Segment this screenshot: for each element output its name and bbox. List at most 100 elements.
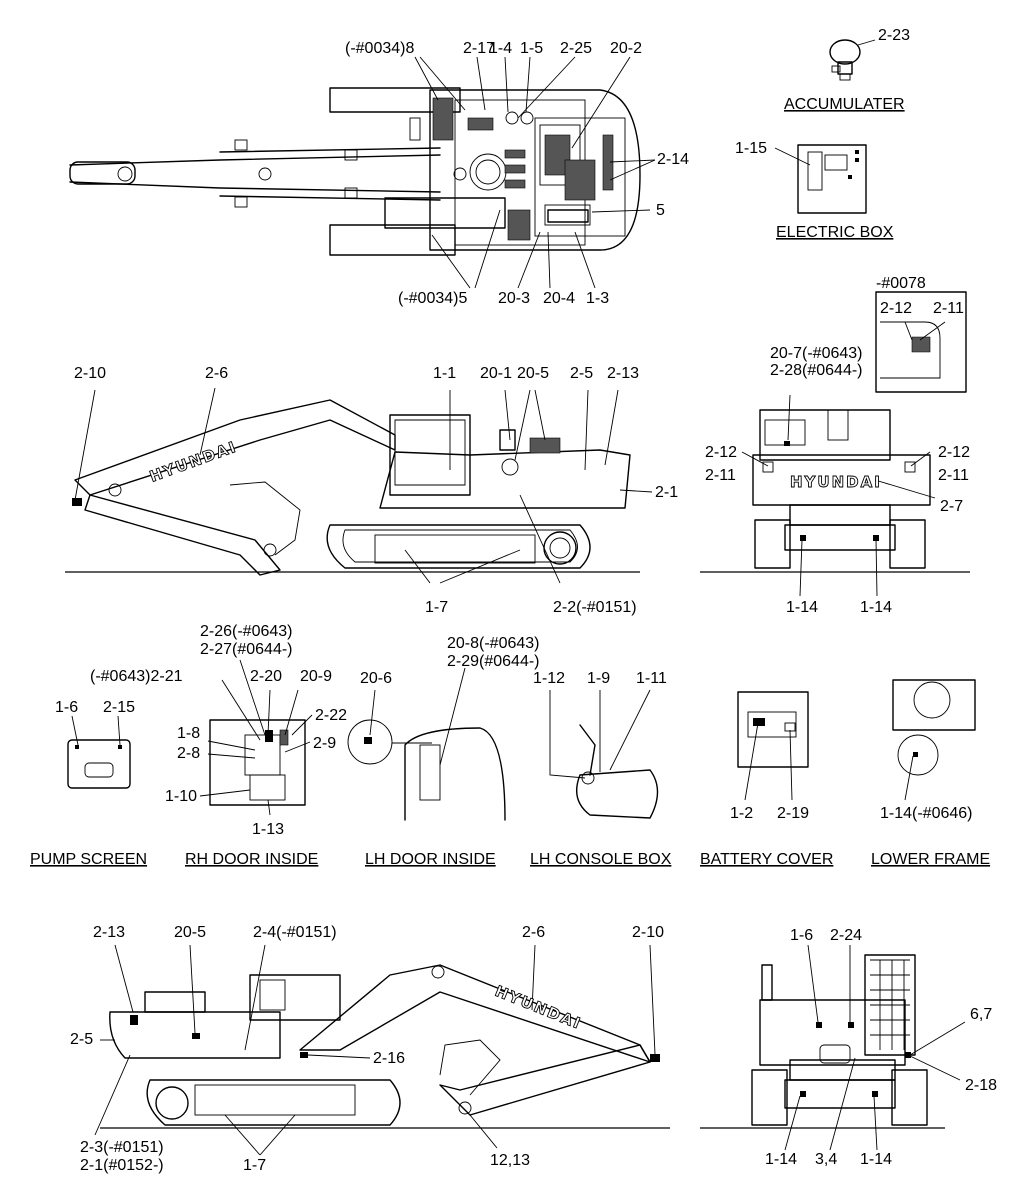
- callout: 2-5: [70, 1031, 93, 1048]
- callout: 1-6: [55, 699, 78, 716]
- callout: 2-15: [103, 699, 135, 716]
- callout: 1-6: [790, 927, 813, 944]
- callout: 2-12: [705, 444, 737, 461]
- callout: 2-29(#0644-): [447, 653, 540, 670]
- callout: 1-11: [636, 670, 667, 687]
- callout: 20-5: [174, 924, 206, 941]
- lower-frame-drawing: [892, 679, 976, 776]
- callout: 2-10: [632, 924, 664, 941]
- front-view-drawing: [700, 954, 945, 1129]
- callout: 2-1: [655, 484, 678, 501]
- callout: 20-9: [300, 668, 332, 685]
- callout: 2-14: [657, 151, 689, 168]
- caption-lh-door-inside: LH DOOR INSIDE: [365, 851, 496, 868]
- callout: 2-16: [373, 1050, 405, 1067]
- lh-door-inside-drawing: [347, 719, 506, 821]
- callout: 1-12: [533, 670, 565, 687]
- callout: 20-8(-#0643): [447, 635, 540, 652]
- inset-drawing: [875, 291, 967, 393]
- callout: 2-24: [830, 927, 862, 944]
- callout: 2-25: [560, 40, 592, 57]
- callout: 2-2(-#0151): [553, 599, 637, 616]
- callout: 1-2: [730, 805, 753, 822]
- callout: 2-12: [938, 444, 970, 461]
- callout: 2-9: [313, 735, 336, 752]
- callout: 1-3: [586, 290, 609, 307]
- callout: 20-4: [543, 290, 575, 307]
- callout: 1-4: [489, 40, 512, 57]
- callout: 6,7: [970, 1006, 992, 1023]
- top-view-drawing: [69, 87, 641, 256]
- callout: 1-14: [860, 1151, 892, 1168]
- callout: 3,4: [815, 1151, 837, 1168]
- electric-box-drawing: [797, 144, 867, 214]
- callout: 2-3(-#0151): [80, 1139, 164, 1156]
- brand-lettering-rear: HYUNDAI: [790, 473, 882, 491]
- caption-battery-cover: BATTERY COVER: [700, 851, 833, 868]
- callout: 2-26(-#0643): [200, 623, 293, 640]
- leader-lines: [71, 39, 966, 1156]
- callout: 2-4(-#0151): [253, 924, 337, 941]
- caption-rh-door-inside: RH DOOR INSIDE: [185, 851, 318, 868]
- callout: 2-11: [933, 300, 964, 317]
- callout: 2-12: [880, 300, 912, 317]
- callout: 1-14: [860, 599, 892, 616]
- callout: 1-14: [765, 1151, 797, 1168]
- pump-screen-drawing: [67, 739, 131, 789]
- lh-console-box-drawing: [576, 724, 659, 819]
- caption-pump-screen: PUMP SCREEN: [30, 851, 147, 868]
- callout: 1-9: [587, 670, 610, 687]
- caption-lh-console-box: LH CONSOLE BOX: [530, 851, 672, 868]
- accumulater-drawing: [829, 39, 861, 81]
- callout: 2-27(#0644-): [200, 641, 293, 658]
- callout: 2-6: [205, 365, 228, 382]
- callout: 2-6: [522, 924, 545, 941]
- callout: 1-14: [786, 599, 818, 616]
- rh-door-inside-drawing: [209, 719, 306, 806]
- right-side-view-drawing: [100, 964, 670, 1129]
- callout: 1-14(-#0646): [880, 805, 973, 822]
- callout: -#0078: [876, 275, 926, 292]
- callout: 1-5: [520, 40, 543, 57]
- callout: 2-1(#0152-): [80, 1157, 164, 1174]
- callout: 20-1: [480, 365, 512, 382]
- callout: 1-10: [165, 788, 197, 805]
- callout: 2-8: [177, 745, 200, 762]
- callout: 12,13: [490, 1152, 530, 1169]
- caption-electric-box: ELECTRIC BOX: [776, 224, 894, 241]
- callout: 1-7: [243, 1157, 266, 1174]
- callout: (-#0643)2-21: [90, 668, 183, 685]
- rear-view-drawing: [700, 409, 970, 573]
- left-side-view-drawing: [65, 399, 640, 576]
- callout: 2-13: [93, 924, 125, 941]
- callout: 2-5: [570, 365, 593, 382]
- callout: 20-3: [498, 290, 530, 307]
- callout: 2-11: [938, 467, 969, 484]
- callout: 2-18: [965, 1077, 997, 1094]
- callout: (-#0034)5: [398, 290, 467, 307]
- callout: 20-6: [360, 670, 392, 687]
- callout: 1-8: [177, 725, 200, 742]
- callout: 2-23: [878, 27, 910, 44]
- callout: 20-2: [610, 40, 642, 57]
- callout: 5: [656, 202, 665, 219]
- callout: 1-13: [252, 821, 284, 838]
- callout: 2-22: [315, 707, 347, 724]
- callout: 2-11: [705, 467, 736, 484]
- battery-cover-drawing: [737, 691, 809, 768]
- callout: 2-10: [74, 365, 106, 382]
- callout: 20-7(-#0643): [770, 345, 863, 362]
- callout: 2-19: [777, 805, 809, 822]
- callout: 20-5: [517, 365, 549, 382]
- caption-lower-frame: LOWER FRAME: [871, 851, 990, 868]
- callout: 2-20: [250, 668, 282, 685]
- callout: 2-28(#0644-): [770, 362, 863, 379]
- callout: 2-13: [607, 365, 639, 382]
- callout: 2-17: [463, 40, 495, 57]
- caption-accumulater: ACCUMULATER: [784, 96, 905, 113]
- callout: 2-7: [940, 498, 963, 515]
- callout: 1-7: [425, 599, 448, 616]
- callout: 1-1: [433, 365, 456, 382]
- callout: 1-15: [735, 140, 767, 157]
